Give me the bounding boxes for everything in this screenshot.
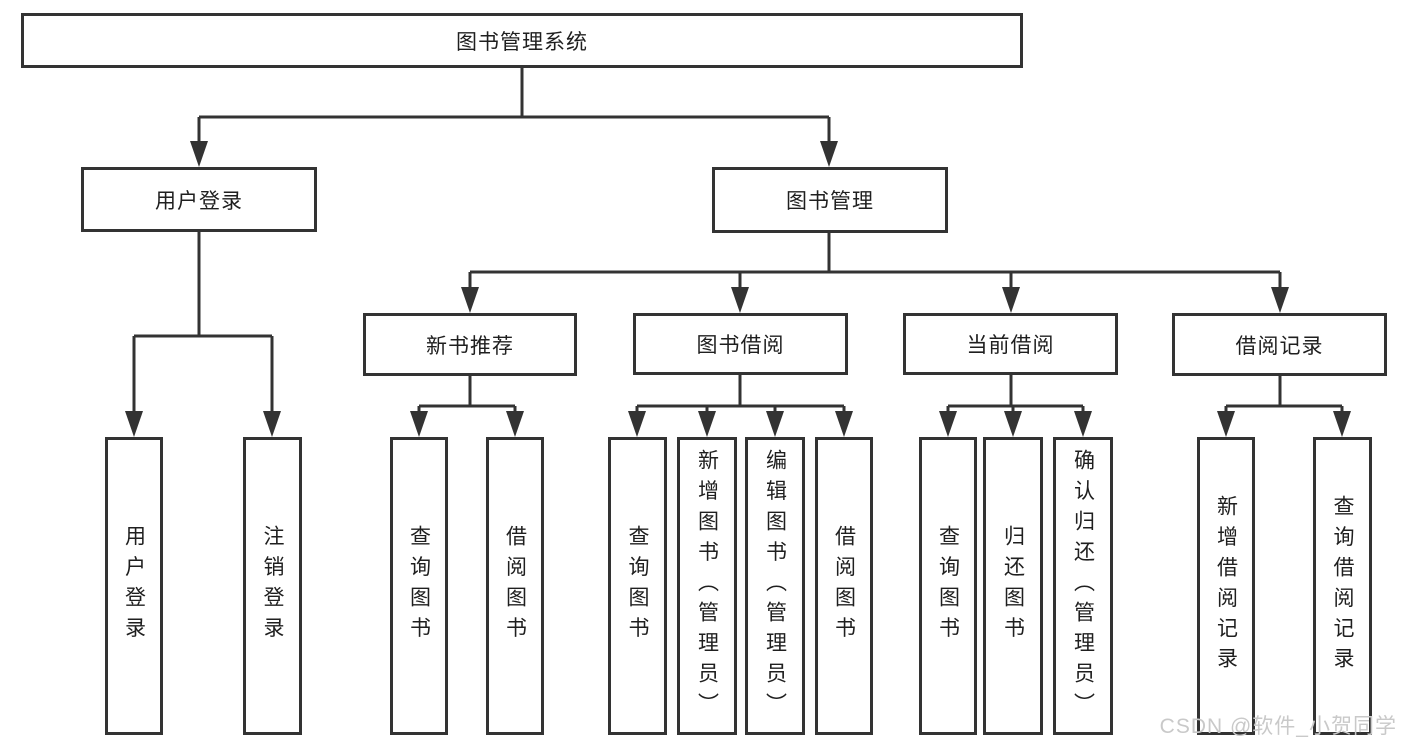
csdn-watermark: CSDN @软件_小贺同学	[1159, 715, 1397, 738]
arrowhead	[1333, 411, 1351, 437]
connector-line	[417, 376, 517, 424]
connector-borrowing-children	[635, 375, 846, 424]
arrowhead	[835, 411, 853, 437]
leaf-user-login: 用户登录	[105, 437, 163, 735]
node-book-management: 图书管理	[712, 167, 948, 233]
arrowhead	[1004, 411, 1022, 437]
arrowhead	[1074, 411, 1092, 437]
leaf-logout: 注销登录	[243, 437, 302, 735]
arrowhead	[1217, 411, 1235, 437]
leaf-records-query: 查询借阅记录	[1313, 437, 1372, 735]
node-book-borrowing: 图书借阅	[633, 313, 848, 375]
node-user-login: 用户登录	[81, 167, 317, 232]
arrowhead	[731, 287, 749, 313]
node-root: 图书管理系统	[21, 13, 1023, 68]
node-borrow-records: 借阅记录	[1172, 313, 1387, 376]
connector-book-management-children	[468, 233, 1282, 300]
leaf-new-books-borrow: 借阅图书	[486, 437, 544, 735]
connector-line	[197, 68, 831, 155]
arrowhead	[820, 141, 838, 167]
connector-line	[468, 233, 1282, 300]
arrowhead	[506, 411, 524, 437]
arrowhead	[461, 287, 479, 313]
connector-new-books-children	[417, 376, 517, 424]
connector-root-to-level2	[197, 68, 831, 155]
leaf-current-query: 查询图书	[919, 437, 977, 735]
arrowhead	[190, 141, 208, 167]
leaf-borrowing-add: 新增图书（管理员）	[677, 437, 737, 735]
node-new-books: 新书推荐	[363, 313, 577, 376]
connector-line	[132, 232, 274, 424]
arrowhead	[263, 411, 281, 437]
leaf-records-add: 新增借阅记录	[1197, 437, 1255, 735]
arrowhead	[410, 411, 428, 437]
connector-records-children	[1224, 376, 1344, 424]
connector-line	[635, 375, 846, 424]
connector-user-login-children	[132, 232, 274, 424]
leaf-borrowing-borrow: 借阅图书	[815, 437, 873, 735]
arrowhead	[939, 411, 957, 437]
leaf-new-books-query: 查询图书	[390, 437, 448, 735]
leaf-borrowing-query: 查询图书	[608, 437, 667, 735]
arrowhead	[698, 411, 716, 437]
arrowhead	[628, 411, 646, 437]
arrowhead	[766, 411, 784, 437]
node-current-borrowing: 当前借阅	[903, 313, 1118, 375]
leaf-current-return: 归还图书	[983, 437, 1043, 735]
connector-arrowheads	[125, 141, 1351, 437]
connector-line	[1224, 376, 1344, 424]
leaf-current-confirm: 确认归还（管理员）	[1053, 437, 1113, 735]
arrowhead	[125, 411, 143, 437]
arrowhead	[1002, 287, 1020, 313]
arrowhead	[1271, 287, 1289, 313]
leaf-borrowing-edit: 编辑图书（管理员）	[745, 437, 805, 735]
